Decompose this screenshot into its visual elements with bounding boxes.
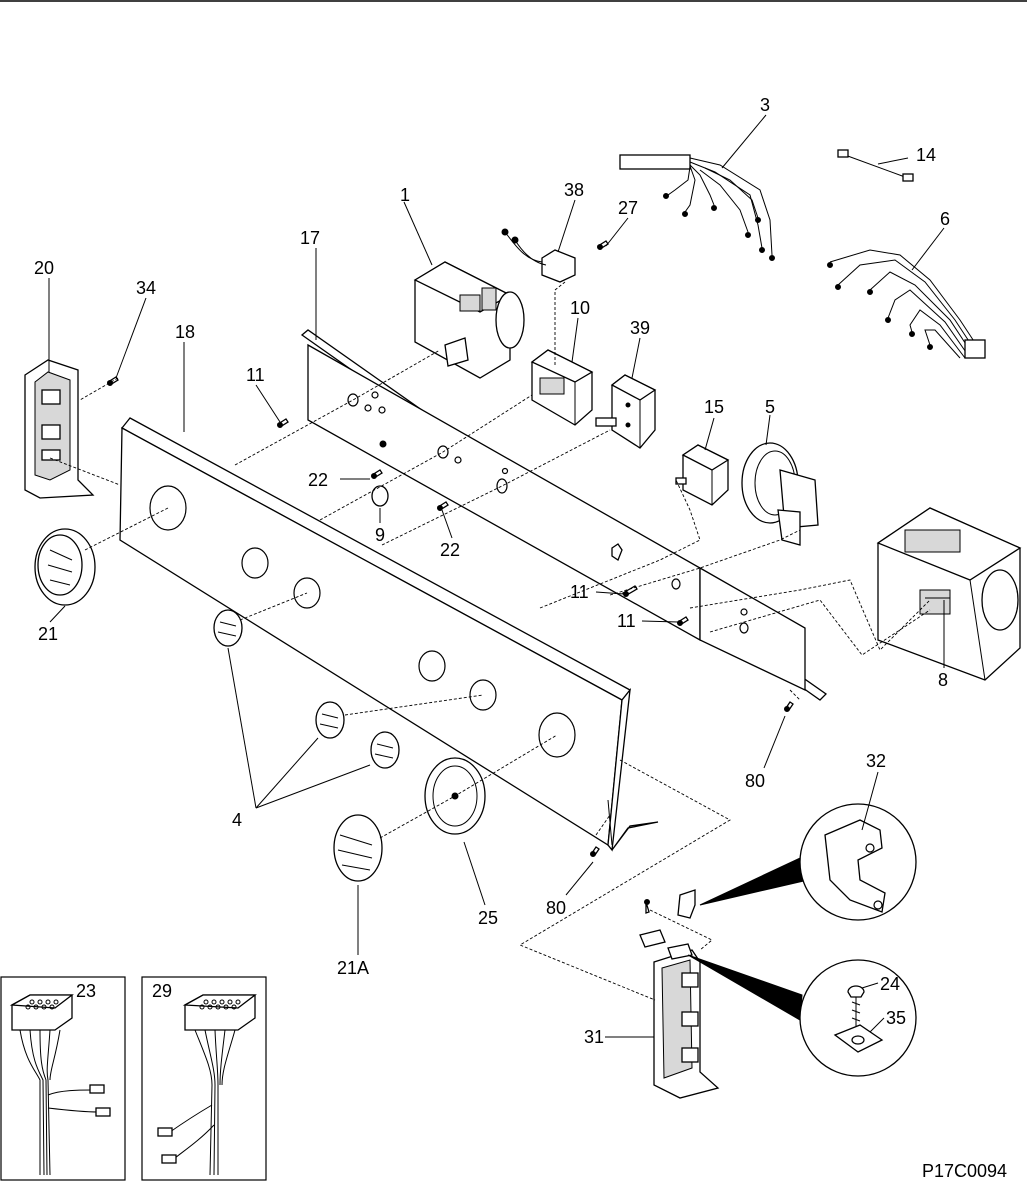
pressure-switch-5 (741, 442, 819, 546)
knob-21a (333, 814, 383, 882)
callout-9: 9 (375, 525, 385, 545)
switch-15 (675, 444, 730, 506)
end-cap-left (24, 359, 95, 499)
callout-21a: 21A (337, 958, 369, 978)
callout-5: 5 (765, 397, 775, 417)
timer (413, 261, 525, 379)
callout-35: 35 (886, 1008, 906, 1028)
callout-8: 8 (938, 670, 948, 690)
callout-11-b: 11 (570, 582, 589, 602)
callout-32: 32 (866, 751, 886, 771)
callout-22-b: 22 (440, 540, 460, 560)
jumper-wire-14 (837, 149, 914, 182)
callout-29: 29 (152, 981, 172, 1001)
detail-circle-32 (699, 803, 917, 921)
clip-parts (639, 889, 696, 960)
callout-11-c: 11 (617, 611, 636, 631)
callout-10: 10 (570, 298, 590, 318)
callout-38: 38 (564, 180, 584, 200)
wire-harness-6 (827, 249, 986, 359)
callout-24: 24 (880, 974, 900, 994)
callout-17: 17 (300, 228, 320, 248)
callout-14: 14 (916, 145, 936, 165)
callout-labels: 1 3 4 5 6 8 9 10 11 11 11 14 15 17 18 20… (34, 95, 950, 1047)
callout-21: 21 (38, 624, 58, 644)
bushing-9 (371, 485, 389, 507)
callout-1: 1 (400, 185, 410, 205)
detail-circle-24-35 (687, 954, 917, 1077)
callout-22-a: 22 (308, 470, 328, 490)
callout-15: 15 (704, 397, 724, 417)
drawing-code: P17C0094 (922, 1161, 1007, 1181)
callout-6: 6 (940, 209, 950, 229)
callout-3: 3 (760, 95, 770, 115)
knob-21 (34, 528, 96, 606)
callout-27: 27 (618, 198, 638, 218)
callout-31: 31 (584, 1027, 604, 1047)
switch-39 (595, 374, 657, 449)
callout-80-a: 80 (745, 771, 765, 791)
knob-4-upper (213, 609, 243, 647)
switch-38 (501, 228, 576, 283)
callout-4: 4 (232, 810, 242, 830)
callout-25: 25 (478, 908, 498, 928)
callout-20: 20 (34, 258, 54, 278)
callout-34: 34 (136, 278, 156, 298)
harness-inset-23 (0, 976, 126, 1181)
callout-18: 18 (175, 322, 195, 342)
wire-harness-3 (619, 154, 775, 261)
harness-inset-29 (141, 976, 267, 1181)
end-cap-right (653, 949, 720, 1099)
assembly-lines (49, 281, 931, 1001)
callout-23: 23 (76, 981, 96, 1001)
control-module-8 (876, 507, 1022, 681)
callout-80-b: 80 (546, 898, 566, 918)
callout-11-a: 11 (246, 365, 265, 385)
knob-4-middle (315, 701, 345, 739)
switch-10 (530, 349, 594, 426)
control-console-panel (119, 417, 659, 852)
knob-4-lower (370, 731, 400, 769)
leader-lines (48, 114, 945, 1038)
callout-39: 39 (630, 318, 650, 338)
